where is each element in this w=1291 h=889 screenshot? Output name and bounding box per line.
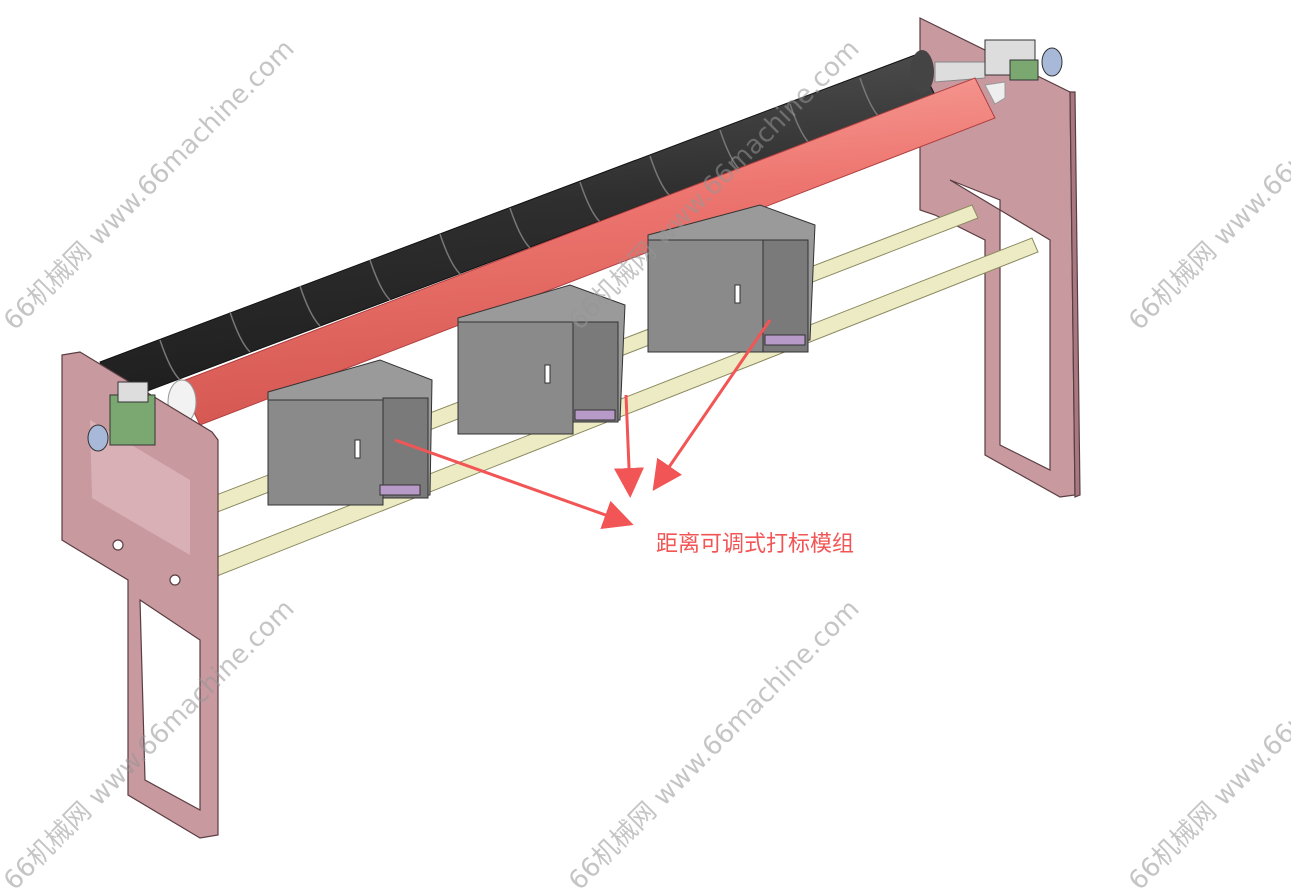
annotation-label: 距离可调式打标模组 [656,532,855,557]
marking-module-2 [457,284,626,435]
black-spiral-roller [99,50,986,403]
right-bearing [984,39,1063,81]
marking-module-3 [647,204,816,353]
red-roller [167,77,1006,426]
arrow-3 [652,319,772,491]
marking-module-1 [267,359,433,506]
arrow-1 [394,438,634,530]
annotation-arrows [394,319,772,530]
arrow-2 [614,394,644,498]
left-frame [61,351,219,839]
left-bearing [87,381,156,452]
